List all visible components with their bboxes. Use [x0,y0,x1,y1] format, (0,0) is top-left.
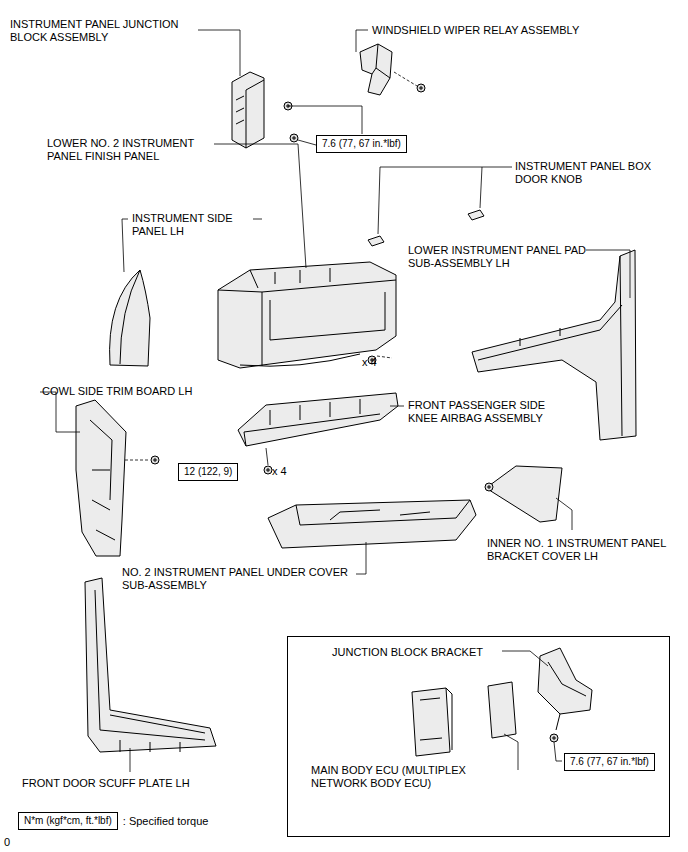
bolt-symbol [264,466,272,474]
lower-instrument-panel-pad [472,250,636,440]
instrument-side-panel [110,270,150,366]
legend-box: N*m (kgf*cm, ft.*lbf): Specified torque [18,812,118,830]
leader-line [356,30,368,52]
leader-line [266,448,268,465]
part-name: INSTRUMENT PANEL BOX DOOR KNOB [515,160,683,186]
leader-line [125,460,150,461]
bolt-symbol [417,84,425,92]
leader-line [390,406,404,407]
leader-line [586,250,630,298]
bolt-symbol [151,456,159,464]
torque-value: 7.6 (77, 67 in.*lbf) [570,756,649,767]
leader-line [377,356,392,358]
scuff-plate [85,578,216,752]
under-cover [268,500,476,548]
box-door-knob [468,210,484,220]
figure-code: 0 [4,836,10,849]
box-door-knob [368,236,384,246]
junction-block [232,72,264,148]
leader-line [556,498,572,530]
bolt-mark [487,485,491,489]
knee-airbag [238,393,398,446]
quantity-label: x 4 [272,465,287,478]
leader-line [502,651,548,666]
leader-line [40,392,80,432]
leader-line [298,140,316,145]
part-name: INSTRUMENT PANEL JUNCTION BLOCK ASSEMBLY [10,18,205,44]
part-name: MAIN BODY ECU (MULTIPLEX NETWORK BODY EC… [311,764,516,790]
bolt-mark [153,458,157,462]
torque-value: 12 (122, 9) [184,466,232,477]
glove-box-faces [218,268,396,366]
bolt-symbol [290,134,298,142]
junction-block-bracket-detail [548,662,586,730]
leader-line [122,219,128,272]
leader-line [288,106,362,134]
bolt-head [485,483,493,491]
ecu-module [488,682,516,738]
bolt-head [550,734,558,742]
bolt-mark [292,136,296,140]
part-name: INNER NO. 1 INSTRUMENT PANEL BRACKET COV… [487,537,672,563]
part-name: NO. 2 INSTRUMENT PANEL UNDER COVER SUB-A… [122,566,360,592]
part-name: FRONT DOOR SCUFF PLATE LH [22,777,190,790]
part-name: LOWER INSTRUMENT PANEL PAD SUB-ASSEMBLY … [408,244,590,270]
scuff-plate-detail [95,590,205,752]
legend-text: : Specified torque [123,815,209,828]
bolt-symbol [485,483,493,491]
junction-block-face [236,80,264,148]
part-name: INSTRUMENT SIDE PANEL LH [132,212,260,238]
bolt-head [290,134,298,142]
glove-box [218,262,396,368]
torque-value: 7.6 (77, 67 in.*lbf) [322,138,401,149]
bolt-mark [552,736,556,740]
bracket-cover [486,466,562,522]
bolt-symbol [550,734,558,742]
wiper-relay [360,44,392,95]
leader-line [130,748,131,772]
part-name: COWL SIDE TRIM BOARD LH [42,385,192,398]
leader-line [356,542,366,574]
leader-line [198,30,240,76]
leader-line [253,219,262,220]
bolt-head [417,84,425,92]
bolt-head [151,456,159,464]
bolt-mark [266,468,270,472]
leader-line [214,144,306,268]
main-body-ecu [412,688,450,756]
cowl-side-trim-detail [90,420,115,540]
bolt-head [264,466,272,474]
quantity-label: x 4 [362,356,377,369]
torque-box: 7.6 (77, 67 in.*lbf) [316,135,407,153]
under-cover-detail [296,500,470,525]
part-name: FRONT PASSENGER SIDE KNEE AIRBAG ASSEMBL… [408,399,573,425]
inset-frame: JUNCTION BLOCK BRACKET MAIN BODY ECU (MUL… [287,636,670,837]
leader-line [504,734,518,770]
torque-value: N*m (kgf*cm, ft.*lbf) [24,815,112,826]
knee-airbag-detail [244,399,380,446]
part-name: WINDSHIELD WIPER RELAY ASSEMBLY [372,24,579,37]
cowl-side-trim-board [76,400,126,556]
part-name: JUNCTION BLOCK BRACKET [332,646,483,659]
instrument-side-panel-edge [120,270,140,364]
main-body-ecu-detail [420,688,452,750]
junction-block-bracket [538,648,592,714]
leader-line [554,742,562,761]
wiper-relay-detail [372,44,390,78]
torque-box: 12 (122, 9) [178,463,238,481]
leader-line [378,167,512,234]
bolt-mark [419,86,423,90]
part-name: LOWER NO. 2 INSTRUMENT PANEL FINISH PANE… [47,137,225,163]
leader-line [394,72,417,86]
torque-box: 7.6 (77, 67 in.*lbf) [564,753,655,771]
